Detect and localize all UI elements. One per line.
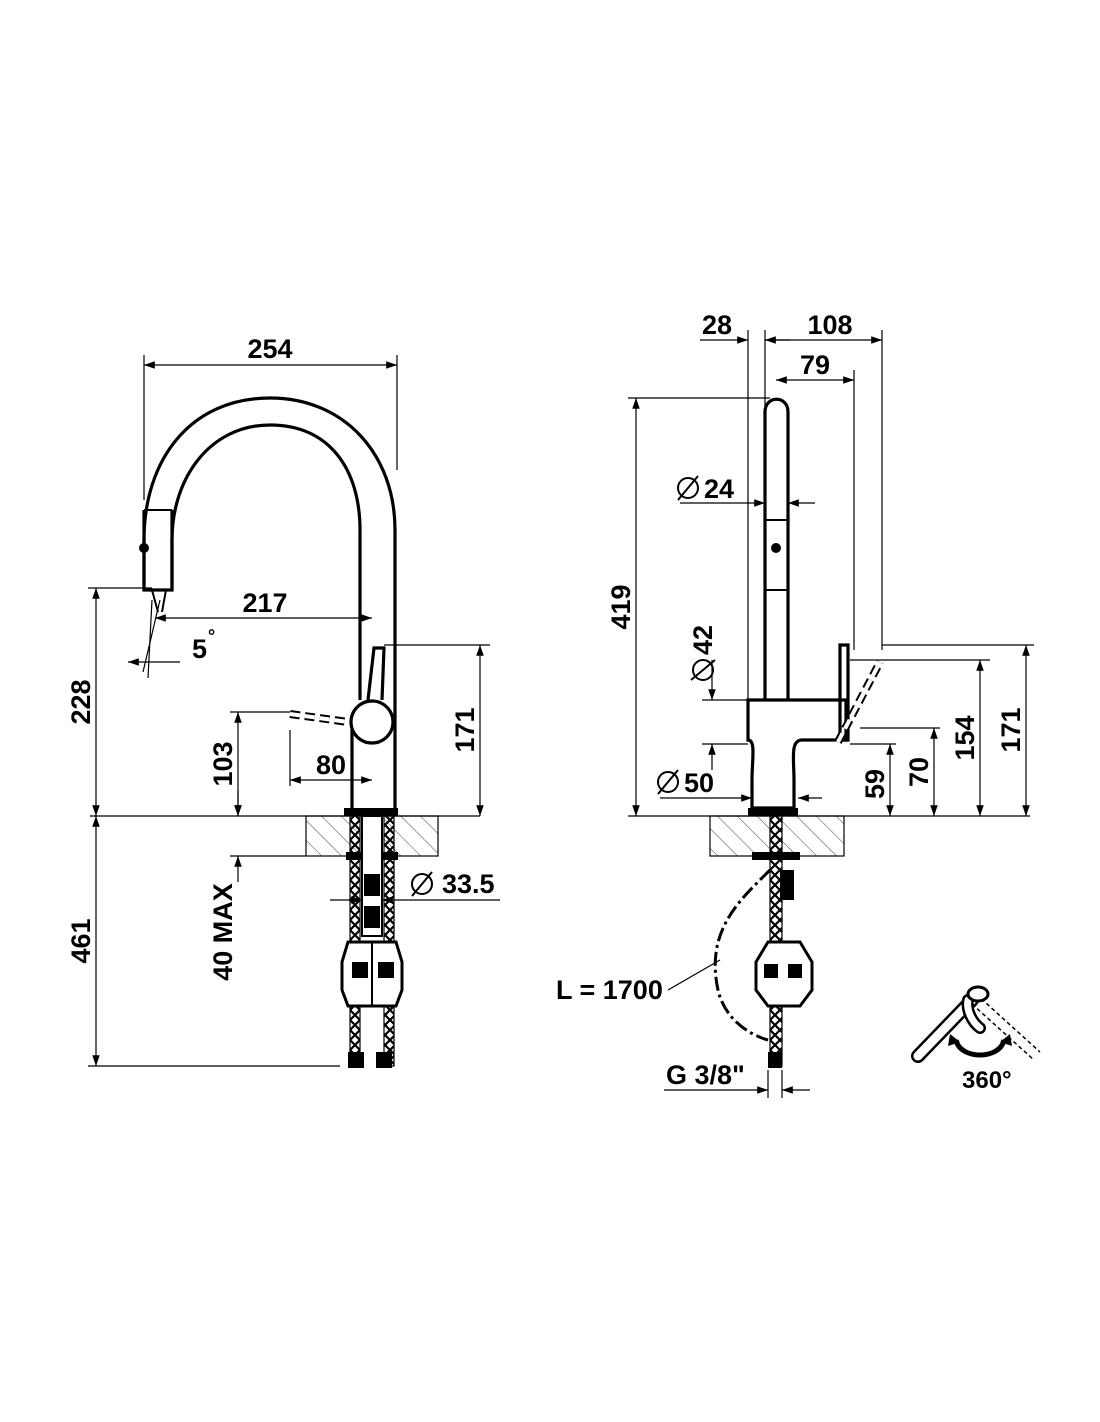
dim-shank-diameter: 33.5 bbox=[442, 869, 495, 899]
dim-lever-low: 59 bbox=[860, 769, 890, 799]
rotation-icon: 360° bbox=[911, 985, 1041, 1094]
dim-top-offset: 28 bbox=[702, 310, 732, 340]
dim-lever-mid: 70 bbox=[904, 757, 934, 787]
dim-hose-length: L = 1700 bbox=[556, 975, 663, 1005]
dim-top-width: 108 bbox=[807, 310, 852, 340]
dim-handle-height: 103 bbox=[208, 741, 238, 786]
dim-total-height: 419 bbox=[606, 584, 636, 629]
dim-lever-top: 171 bbox=[996, 707, 1026, 752]
dim-spout-angle: 5 bbox=[192, 634, 207, 664]
dim-width-total: 254 bbox=[247, 334, 292, 364]
shank-side bbox=[713, 815, 814, 1068]
dim-spout-reach: 217 bbox=[242, 588, 287, 618]
dim-body-diameter: 42 bbox=[688, 625, 718, 655]
dim-below-counter: 461 bbox=[66, 918, 96, 963]
dim-counter-thickness: 40 MAX bbox=[208, 883, 238, 981]
faucet-body-side bbox=[746, 397, 884, 816]
dim-base-diameter: 50 bbox=[684, 768, 714, 798]
degree-symbol: ° bbox=[208, 626, 215, 646]
dim-spout-offset: 79 bbox=[800, 350, 830, 380]
side-view: 28 108 79 419 24 42 50 bbox=[556, 310, 1034, 1098]
dim-spout-height: 228 bbox=[66, 679, 96, 724]
dim-lever-height: 171 bbox=[450, 707, 480, 752]
dim-spout-diameter: 24 bbox=[704, 474, 734, 504]
rotation-label: 360° bbox=[962, 1067, 1012, 1094]
shank-front bbox=[340, 815, 404, 1068]
faucet-body-front bbox=[139, 396, 398, 816]
front-view: 254 217 5 ° 228 103 80 171 461 bbox=[66, 334, 500, 1068]
dim-lever-top-short: 154 bbox=[950, 715, 980, 760]
dim-handle-offset: 80 bbox=[316, 750, 346, 780]
dim-thread: G 3/8" bbox=[666, 1060, 745, 1090]
